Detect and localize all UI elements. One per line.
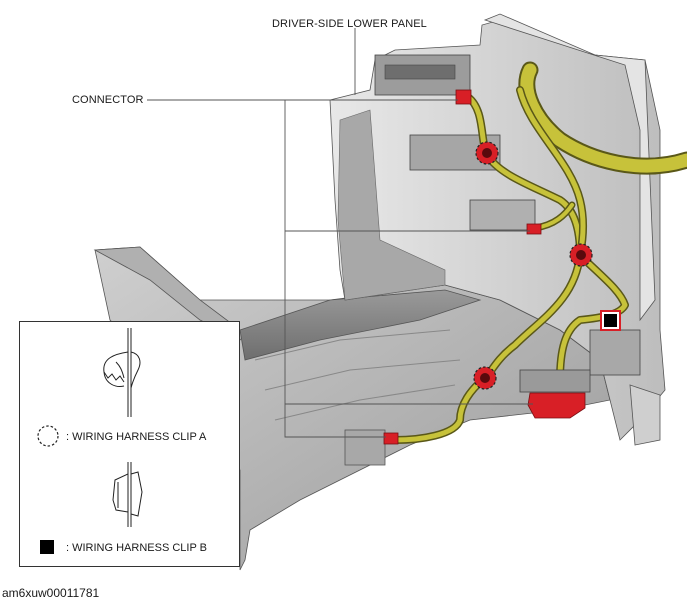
left-boss [344,429,386,466]
leader-bracket [284,100,386,438]
leader-lines [147,28,533,438]
clip-a-marker-upper-core [482,148,492,158]
legend-clip-b-symbol [40,540,54,554]
connector-side [526,223,542,235]
legend-clip-b-label: : WIRING HARNESS CLIP B [66,542,207,554]
upper-panel-side-face [483,13,656,322]
upper-panel-shadow [337,109,446,301]
clip-b-illustration [112,462,143,527]
connector-lower-block [527,392,586,419]
connectors [383,89,591,445]
clip-a-marker-lower-core [480,373,490,383]
side-bracket [469,199,536,231]
connector-upper [455,89,472,105]
lower-right-bracket [589,329,641,376]
legend-box: : WIRING HARNESS CLIP A : WIRING HARNESS… [19,321,240,567]
upper-bracket-slot [384,64,456,80]
legend-clip-a-symbol [37,425,59,447]
clip-b-marker-fill [604,314,617,327]
connector-label: CONNECTOR [72,94,144,106]
legend-clip-a-label: : WIRING HARNESS CLIP A [66,431,207,443]
connector-lower-left [383,432,399,445]
right-foot [629,384,661,446]
connector-lower-housing [519,369,591,393]
clip-a-marker-middle-core [576,250,586,260]
clip-a-markers [473,141,593,390]
document-id: am6xuw00011781 [2,586,100,600]
clip-a-illustration [103,328,141,417]
driver-side-lower-panel-label: DRIVER-SIDE LOWER PANEL [272,18,427,30]
legend-graphics [37,328,143,554]
